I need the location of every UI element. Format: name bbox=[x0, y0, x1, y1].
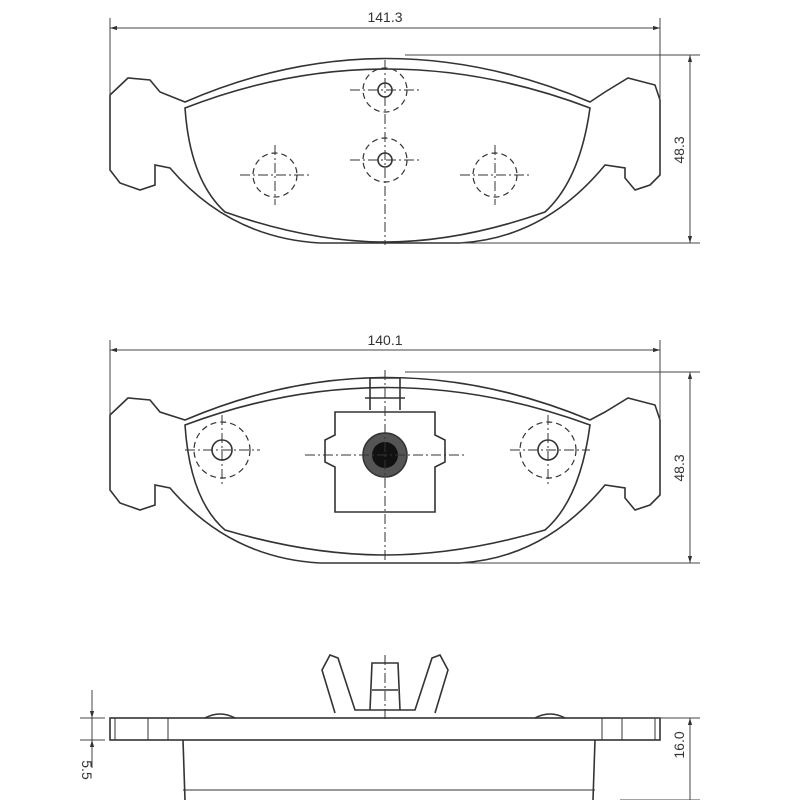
top-width-dimension: 141.3 bbox=[367, 9, 402, 25]
side-friction-material bbox=[182, 739, 596, 800]
top-backing-plate bbox=[109, 57, 661, 244]
top-view-dimensions: 141.3 48.3 bbox=[109, 9, 700, 244]
center-lines bbox=[240, 60, 530, 245]
middle-friction-outline bbox=[184, 386, 591, 556]
center-lines bbox=[185, 370, 590, 560]
top-height-dimension: 48.3 bbox=[671, 136, 687, 163]
middle-height-dimension: 48.3 bbox=[671, 454, 687, 481]
side-backing-plate bbox=[109, 717, 661, 741]
middle-width-dimension: 140.1 bbox=[367, 332, 402, 348]
top-view-pad bbox=[109, 57, 661, 245]
middle-view-dimensions: 140.1 48.3 bbox=[109, 332, 700, 564]
top-friction-material bbox=[184, 68, 591, 243]
clip-body bbox=[324, 411, 446, 513]
middle-backing-plate bbox=[109, 376, 661, 564]
middle-view-pad bbox=[109, 370, 661, 564]
backing-plate-dimension: 5.5 bbox=[79, 760, 95, 780]
side-view-pad bbox=[109, 654, 661, 800]
side-view-dimensions: 16.0 5.5 bbox=[79, 690, 700, 800]
side-thickness-dimension: 16.0 bbox=[671, 731, 687, 758]
